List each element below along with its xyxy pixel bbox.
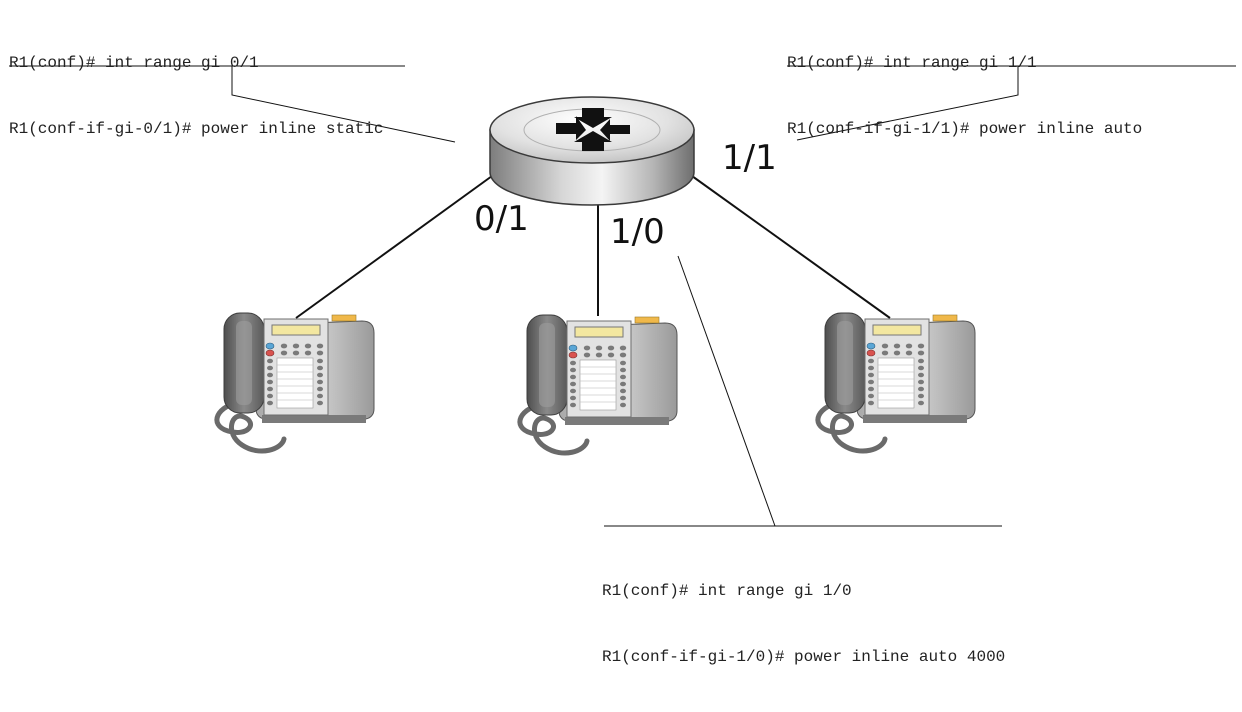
ip-phone-left-icon: [217, 313, 374, 451]
cli-annotation-top-right: R1(conf)# int range gi 1/1 R1(conf-if-gi…: [787, 8, 1142, 184]
port-label-right: 1/1: [722, 138, 777, 178]
ip-phone-right-icon: [818, 313, 975, 451]
cli-annotation-bottom: R1(conf)# int range gi 1/0 R1(conf-if-gi…: [602, 536, 1005, 712]
leader-top-left: [231, 66, 456, 143]
leader-top-right: [796, 66, 1019, 141]
leader-lines: [9, 65, 1236, 527]
cli-line: R1(conf-if-gi-0/1)# power inline static: [9, 120, 384, 138]
connection-lines: [295, 175, 891, 319]
link-router-phone-right: [691, 175, 891, 319]
port-label-middle: 1/0: [610, 212, 665, 252]
router-arrows-icon: [556, 108, 612, 151]
router-icon: [489, 96, 695, 206]
link-router-phone-left: [295, 175, 493, 319]
cli-line: R1(conf-if-gi-1/0)# power inline auto 40…: [602, 648, 1006, 666]
leader-bottom: [677, 255, 776, 527]
network-diagram: R1(conf)# int range gi 0/1 R1(conf-if-gi…: [9, 8, 1236, 666]
diagram-canvas: [9, 65, 1236, 527]
cli-line: R1(conf)# int range gi 0/1: [9, 54, 259, 72]
port-label-left: 0/1: [474, 199, 529, 239]
cli-line: R1(conf)# int range gi 1/0: [602, 582, 852, 600]
cli-annotation-top-left: R1(conf)# int range gi 0/1 R1(conf-if-gi…: [9, 8, 383, 184]
cli-line: R1(conf-if-gi-1/1)# power inline auto: [787, 120, 1143, 138]
cli-line: R1(conf)# int range gi 1/1: [787, 54, 1037, 72]
ip-phone-middle-icon: [520, 315, 677, 453]
